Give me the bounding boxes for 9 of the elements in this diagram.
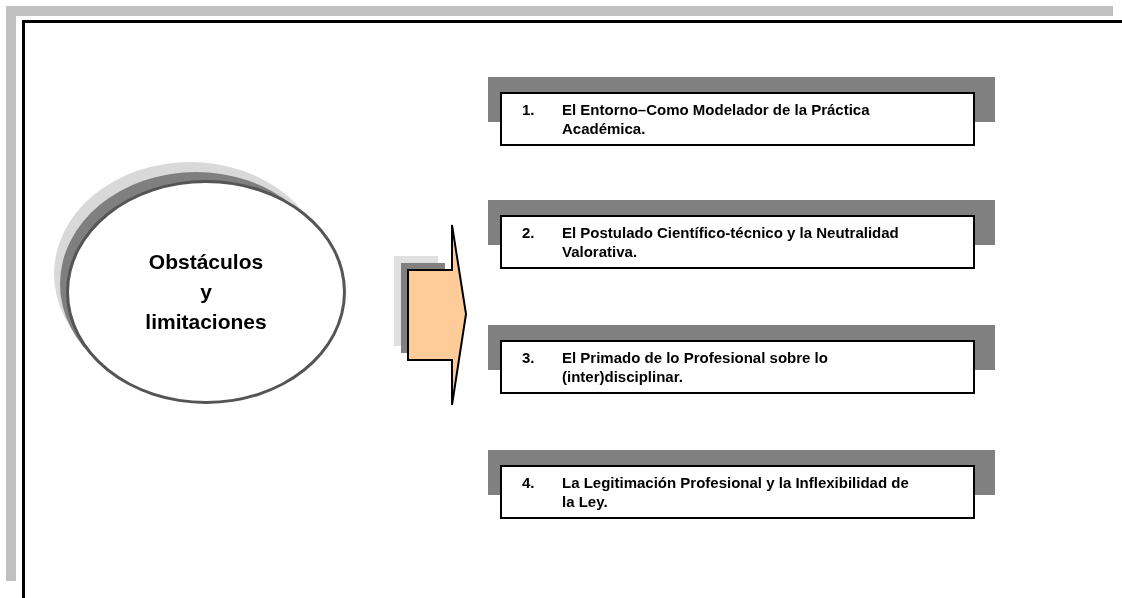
topic-text: 1. El Entorno–Como Modelador de la Práctica Académica. bbox=[522, 100, 871, 138]
topic-text: 2. El Postulado Científico-técnico y la Neutralidad Valorativa. bbox=[522, 223, 900, 261]
topic-box bbox=[500, 215, 975, 269]
topic-box bbox=[500, 92, 975, 146]
topic-box bbox=[500, 465, 975, 519]
ellipse-label: Obstáculos y limitaciones bbox=[144, 249, 268, 335]
topic-text: 4. La Legitimación Profesional y la Inflexibilidad de la Ley. bbox=[522, 473, 910, 511]
topic-text: 3. El Primado de lo Profesional sobre lo (inter)disciplinar. bbox=[522, 348, 829, 386]
topic-box bbox=[500, 340, 975, 394]
